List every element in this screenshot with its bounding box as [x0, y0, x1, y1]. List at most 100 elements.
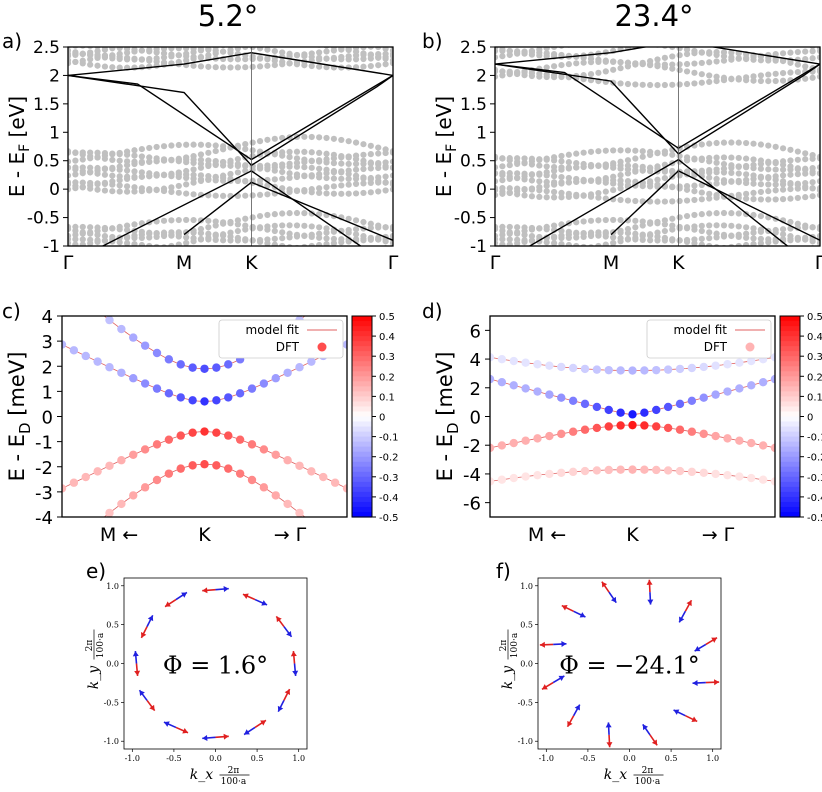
dft-point — [301, 62, 308, 69]
dft-point — [360, 218, 367, 226]
dft-point — [794, 48, 801, 56]
dft-point — [802, 246, 808, 252]
dft-point — [330, 160, 338, 167]
dft-point — [87, 52, 94, 59]
dft-point — [521, 231, 528, 239]
dft-point — [521, 155, 528, 162]
dft-point — [809, 179, 816, 186]
dft-point — [543, 194, 550, 201]
dft-point — [234, 50, 241, 58]
colorbar-segment — [780, 351, 800, 357]
dft-point — [558, 158, 565, 165]
dft-point — [698, 59, 705, 67]
spin-arrow-head — [181, 592, 187, 598]
dft-point — [735, 358, 744, 367]
dft-point — [499, 188, 506, 195]
dft-point — [499, 236, 506, 243]
dft-point — [286, 230, 293, 237]
dft-point — [242, 237, 249, 244]
dft-point — [375, 174, 382, 181]
dft-point — [117, 324, 126, 334]
dft-point — [683, 47, 691, 53]
dft-point — [227, 157, 234, 164]
dft-point — [109, 64, 116, 71]
dft-point — [256, 162, 264, 169]
dft-point — [780, 248, 786, 254]
dft-point — [138, 47, 145, 54]
dft-point — [175, 230, 182, 237]
dft-point — [772, 226, 779, 234]
y-axis-label: E - EF [eV] — [432, 96, 460, 197]
dft-point — [345, 160, 352, 167]
dft-point — [765, 57, 772, 64]
dft-point — [153, 186, 160, 193]
dft-point — [72, 58, 79, 66]
dft-point — [624, 80, 632, 88]
dft-point — [757, 228, 765, 235]
dft-point — [802, 165, 809, 172]
colorbar-segment — [352, 436, 372, 443]
dft-point — [367, 142, 374, 149]
dft-point — [550, 240, 558, 246]
dft-point — [543, 188, 550, 195]
dft-point — [79, 229, 86, 236]
dft-point — [772, 143, 779, 150]
dft-point — [352, 180, 360, 188]
dft-point — [706, 78, 713, 86]
dft-point — [610, 173, 617, 180]
dft-point — [79, 151, 86, 158]
dft-point — [293, 61, 301, 68]
dft-point — [720, 53, 728, 60]
dft-point — [279, 32, 285, 38]
dft-point — [639, 148, 646, 155]
dft-point — [720, 139, 728, 146]
spin-arrow-head — [165, 601, 171, 607]
dft-point — [557, 468, 566, 478]
dft-point — [94, 186, 101, 193]
colorbar-segment — [352, 491, 372, 498]
dft-point — [683, 168, 691, 175]
dft-point — [389, 225, 393, 233]
dft-point — [68, 158, 72, 165]
spin-arrow-head — [646, 579, 653, 585]
dft-point — [587, 232, 595, 240]
ylabel-main: E - E — [5, 152, 29, 197]
dft-point — [279, 210, 286, 217]
dft-point — [663, 402, 673, 412]
dft-point — [360, 63, 367, 70]
dft-point — [105, 461, 114, 470]
dft-point — [72, 227, 79, 234]
dft-point — [669, 151, 676, 158]
dft-point — [536, 156, 543, 164]
dft-point — [168, 156, 175, 163]
dft-point — [139, 40, 145, 46]
dft-point — [758, 441, 768, 450]
dft-point — [367, 160, 374, 167]
dft-point — [794, 156, 801, 163]
dft-point — [264, 47, 271, 53]
colorbar-segment — [780, 371, 800, 377]
dft-point — [743, 30, 749, 36]
dft-point — [506, 157, 513, 164]
dft-point — [654, 229, 661, 236]
y-tick-label: -6 — [463, 494, 481, 515]
dft-point — [301, 164, 308, 171]
y-tick-label: -1.0 — [518, 737, 533, 746]
colorbar-segment — [352, 466, 372, 473]
dft-point — [558, 47, 565, 49]
dft-point — [750, 229, 757, 236]
dft-point — [698, 49, 705, 56]
dft-point — [308, 173, 315, 180]
dft-point — [256, 63, 264, 70]
dft-point — [747, 473, 756, 483]
dft-point — [140, 341, 150, 350]
dft-point — [779, 231, 787, 238]
model-band-line — [68, 74, 393, 161]
dft-point — [687, 467, 697, 477]
dft-point — [779, 226, 787, 233]
dft-point — [573, 164, 580, 171]
dft-point — [750, 189, 757, 197]
dft-point — [669, 215, 676, 222]
dft-point — [698, 235, 705, 242]
dft-point — [573, 246, 579, 252]
